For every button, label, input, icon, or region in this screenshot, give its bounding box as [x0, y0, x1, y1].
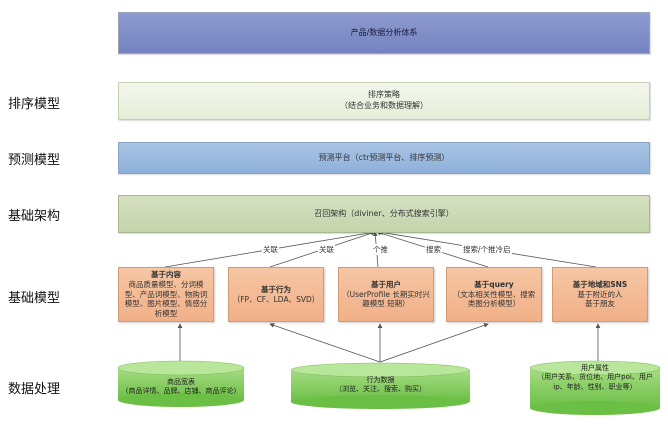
model-box-content: 基于内容 商品质量模型、分词模型、产品词模型、物购词模型、图片模型、情感分析模型 — [118, 267, 214, 322]
layer-label-infra: 基础架构 — [8, 209, 61, 224]
band-infra-text: 召回架构（diviner、分布式搜索引擎） — [314, 208, 454, 218]
layer-label-data: 数据处理 — [8, 382, 61, 397]
band-sort-strategy: 排序策略 （结合业务和数据理解） — [118, 82, 650, 120]
arrow-behavior-data-to-behavior — [269, 323, 381, 363]
band-sort-line2: （结合业务和数据理解） — [340, 101, 428, 110]
band-predict-platform: 预测平台（ctr预测平台、排序预测） — [118, 142, 650, 174]
band-product-analysis: 产品/数据分析体系 — [118, 12, 650, 54]
model-desc: 基于附近的人 基于朋友 — [577, 289, 623, 309]
model-title: 基于用户 — [371, 279, 401, 289]
cylinder-goods-table — [117, 360, 245, 407]
edge-label-push: 个推 — [372, 244, 389, 255]
band-sort-line1: 排序策略 — [368, 90, 400, 100]
band-recall-architecture: 召回架构（diviner、分布式搜索引擎） — [118, 195, 650, 233]
edge-label-relation-1: 关联 — [262, 244, 279, 255]
model-box-sns: 基于地域和SNS 基于附近的人 基于朋友 — [552, 267, 648, 322]
model-title: 基于地域和SNS — [572, 279, 628, 289]
band-predict-text: 预测平台（ctr预测平台、排序预测） — [318, 152, 450, 162]
model-title: 基于query — [474, 279, 514, 289]
edge-label-relation-2: 关联 — [318, 244, 335, 255]
data-source-goods: 商品宽表 (商品详情、品牌、店铺、商品评论) — [118, 378, 244, 397]
data-source-title: 用户属性 — [581, 364, 609, 372]
band-product-analysis-text: 产品/数据分析体系 — [350, 27, 418, 37]
data-source-desc: (商品详情、品牌、店铺、商品评论) — [125, 387, 237, 396]
layer-label-base: 基础模型 — [8, 291, 61, 306]
cylinder-user-attributes — [529, 360, 661, 415]
model-desc: （文本相关性模型、搜索类图分析模型） — [452, 289, 536, 309]
layer-label-predict: 预测模型 — [8, 153, 61, 168]
cylinder-behavior-data — [290, 362, 470, 409]
data-source-desc: （用户关系、货位地、用户poi、用户ip、年龄、性别、职业等） — [537, 373, 653, 391]
model-title: 基于内容 — [151, 270, 181, 280]
edge-label-search-coldstart: 搜索/个推冷启 — [462, 244, 512, 255]
data-source-title: 商品宽表 — [167, 378, 195, 386]
layer-label-sort: 排序模型 — [8, 97, 61, 112]
data-source-user-attr: 用户属性 （用户关系、货位地、用户poi、用户ip、年龄、性别、职业等） — [532, 364, 658, 392]
arrow-behavior-data-to-query — [379, 323, 489, 363]
data-source-desc: （浏览、关注、搜索、购买） — [335, 385, 426, 394]
model-desc: （UserProfile 长期实时兴趣模型 短期） — [342, 289, 430, 309]
model-box-query: 基于query （文本相关性模型、搜索类图分析模型） — [446, 267, 542, 322]
data-source-title: 行为数据 — [366, 376, 395, 384]
model-title: 基于行为 — [261, 284, 291, 294]
model-desc: （FP、CF、LDA、SVD） — [232, 294, 320, 304]
model-box-behavior: 基于行为 （FP、CF、LDA、SVD） — [228, 267, 324, 322]
edge-label-search: 搜索 — [425, 244, 442, 255]
data-source-behavior: 行为数据 （浏览、关注、搜索、购买） — [291, 376, 470, 395]
model-desc: 商品质量模型、分词模型、产品词模型、物购词模型、图片模型、情感分析模型 — [124, 279, 208, 319]
model-box-user: 基于用户 （UserProfile 长期实时兴趣模型 短期） — [338, 267, 434, 322]
